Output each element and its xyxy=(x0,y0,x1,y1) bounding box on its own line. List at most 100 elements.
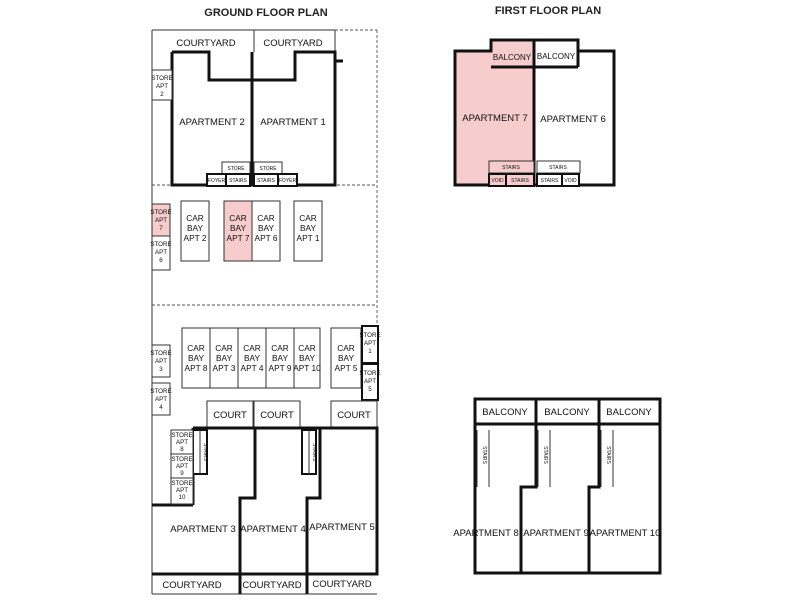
foyer-label: FOYER xyxy=(208,178,226,184)
svg-text:BAY: BAY xyxy=(188,353,204,363)
car-bay-apt-5: CAR BAY APT 5 xyxy=(330,327,362,389)
svg-text:STORE: STORE xyxy=(171,456,192,463)
svg-text:APT: APT xyxy=(155,249,167,256)
stairs-label: STAIRS xyxy=(257,178,275,184)
svg-text:APT 7: APT 7 xyxy=(227,233,250,243)
store-label: STORE xyxy=(259,166,277,172)
stairs-label: STAIRS xyxy=(542,446,548,464)
svg-text:APT 2: APT 2 xyxy=(184,233,207,243)
apartment-3-4-5-block: STAIRS STAIRS STORE APT 8 STORE APT 9 ST… xyxy=(152,426,379,594)
store-apt-10: STORE APT 10 xyxy=(170,477,194,505)
svg-text:4: 4 xyxy=(159,404,163,411)
svg-text:9: 9 xyxy=(180,470,184,477)
court-label: COURT xyxy=(260,410,294,421)
svg-text:STORE: STORE xyxy=(359,332,380,339)
svg-text:APT 4: APT 4 xyxy=(241,363,264,373)
courtyard-label: COURTYARD xyxy=(312,579,371,590)
car-bay-apt-10: CAR BAY APT 10 xyxy=(293,327,321,389)
svg-text:CAR: CAR xyxy=(298,343,316,353)
stairs-label: STAIRS xyxy=(541,178,559,184)
svg-text:APT 9: APT 9 xyxy=(269,363,292,373)
svg-text:CAR: CAR xyxy=(337,343,355,353)
stairs-label: STAIRS xyxy=(229,178,247,184)
svg-text:APT: APT xyxy=(155,358,167,365)
svg-text:6: 6 xyxy=(159,257,163,264)
balcony-label: BALCONY xyxy=(493,53,532,62)
store-apt-6: STORE APT 6 xyxy=(150,235,172,271)
car-bay-apt-7: CAR BAY APT 7 xyxy=(223,200,253,262)
court-label: COURT xyxy=(213,410,247,421)
svg-text:APT: APT xyxy=(176,439,188,446)
svg-text:APT: APT xyxy=(176,487,188,494)
apartment-7-label: APARTMENT 7 xyxy=(462,113,527,124)
svg-text:CAR: CAR xyxy=(186,213,204,223)
void-box xyxy=(561,173,580,187)
svg-text:BAY: BAY xyxy=(299,353,315,363)
stairs-label: STAIRS xyxy=(605,446,611,464)
svg-text:7: 7 xyxy=(159,225,163,232)
store-apt-3: STORE APT 3 xyxy=(150,344,172,378)
courtyard-top-right: COURTYARD xyxy=(263,30,336,52)
store-apt-5: STORE APT 5 xyxy=(359,363,381,401)
svg-text:CAR: CAR xyxy=(257,213,275,223)
stairs-label: STAIRS xyxy=(481,446,487,464)
courtyard-label: COURTYARD xyxy=(263,38,322,49)
courtyard-label: COURTYARD xyxy=(162,580,221,591)
svg-text:APT 5: APT 5 xyxy=(335,363,358,373)
svg-text:10: 10 xyxy=(179,494,186,501)
car-bays-middle: CAR BAY APT 8 CAR BAY APT 3 CAR BAY APT … xyxy=(181,327,362,389)
svg-text:2: 2 xyxy=(160,91,164,98)
void-label: VOID xyxy=(491,178,504,184)
car-bay-apt-9: CAR BAY APT 9 xyxy=(265,327,295,389)
svg-text:CAR: CAR xyxy=(229,213,247,223)
svg-text:8: 8 xyxy=(180,446,184,453)
svg-text:APT: APT xyxy=(155,217,167,224)
svg-text:STORE: STORE xyxy=(150,241,171,248)
first-floor-apartment-8-9-10: BALCONY BALCONY BALCONY STAIRS STAIRS ST… xyxy=(453,397,662,575)
store-apt-8: STORE APT 8 xyxy=(170,429,194,455)
courts: COURT COURT COURT xyxy=(206,400,378,429)
svg-text:APT 1: APT 1 xyxy=(297,233,320,243)
svg-text:STORE: STORE xyxy=(150,209,171,216)
svg-text:CAR: CAR xyxy=(215,343,233,353)
svg-text:APT 8: APT 8 xyxy=(185,363,208,373)
car-bay-apt-6: CAR BAY APT 6 xyxy=(251,200,281,262)
stairs-label: STAIRS xyxy=(549,165,567,171)
void-label: VOID xyxy=(564,178,577,184)
svg-text:BAY: BAY xyxy=(230,223,246,233)
svg-text:3: 3 xyxy=(159,366,163,373)
car-bays-top: CAR BAY APT 2 CAR BAY APT 7 CAR BAY APT … xyxy=(180,200,323,262)
courtyard-label: COURTYARD xyxy=(242,580,301,591)
apartment-5-label: APARTMENT 5 xyxy=(309,522,374,533)
store-apt-2: STORE APT 2 xyxy=(151,69,173,101)
stairs-label: STAIRS xyxy=(311,443,317,461)
svg-text:APT: APT xyxy=(364,340,376,347)
svg-text:STORE: STORE xyxy=(150,388,171,395)
courtyards-bottom: COURTYARD COURTYARD COURTYARD xyxy=(162,579,371,591)
svg-text:5: 5 xyxy=(368,386,372,393)
stairs-label: STAIRS xyxy=(502,165,520,171)
svg-text:APT: APT xyxy=(364,378,376,385)
courtyard-top-left: COURTYARD xyxy=(176,30,255,52)
first-floor-apartment-6-7: BALCONY BALCONY APARTMENT 7 APARTMENT 6 … xyxy=(453,38,616,187)
stairs-box xyxy=(505,173,535,187)
svg-text:1: 1 xyxy=(368,348,372,355)
svg-text:APT: APT xyxy=(156,83,168,90)
svg-text:APT 3: APT 3 xyxy=(213,363,236,373)
svg-text:APT: APT xyxy=(176,463,188,470)
apartment-1-2-block: APARTMENT 2 APARTMENT 1 STORE STORE FOYE… xyxy=(170,50,343,187)
balcony-label: BALCONY xyxy=(544,407,590,418)
stairs-box xyxy=(225,173,251,187)
stairs-label: STAIRS xyxy=(202,443,208,461)
svg-text:BAY: BAY xyxy=(216,353,232,363)
balcony-label: BALCONY xyxy=(606,407,652,418)
apartment-6-label: APARTMENT 6 xyxy=(540,114,605,125)
car-bay-apt-4: CAR BAY APT 4 xyxy=(237,327,267,389)
svg-text:BAY: BAY xyxy=(258,223,274,233)
car-bay-apt-1: CAR BAY APT 1 xyxy=(293,200,323,262)
apartment-9-label: APARTMENT 9 xyxy=(523,528,588,539)
foyer-label: FOYER xyxy=(279,178,297,184)
first-floor-title: FIRST FLOOR PLAN xyxy=(495,5,601,17)
car-bay-apt-8: CAR BAY APT 8 xyxy=(181,327,211,389)
